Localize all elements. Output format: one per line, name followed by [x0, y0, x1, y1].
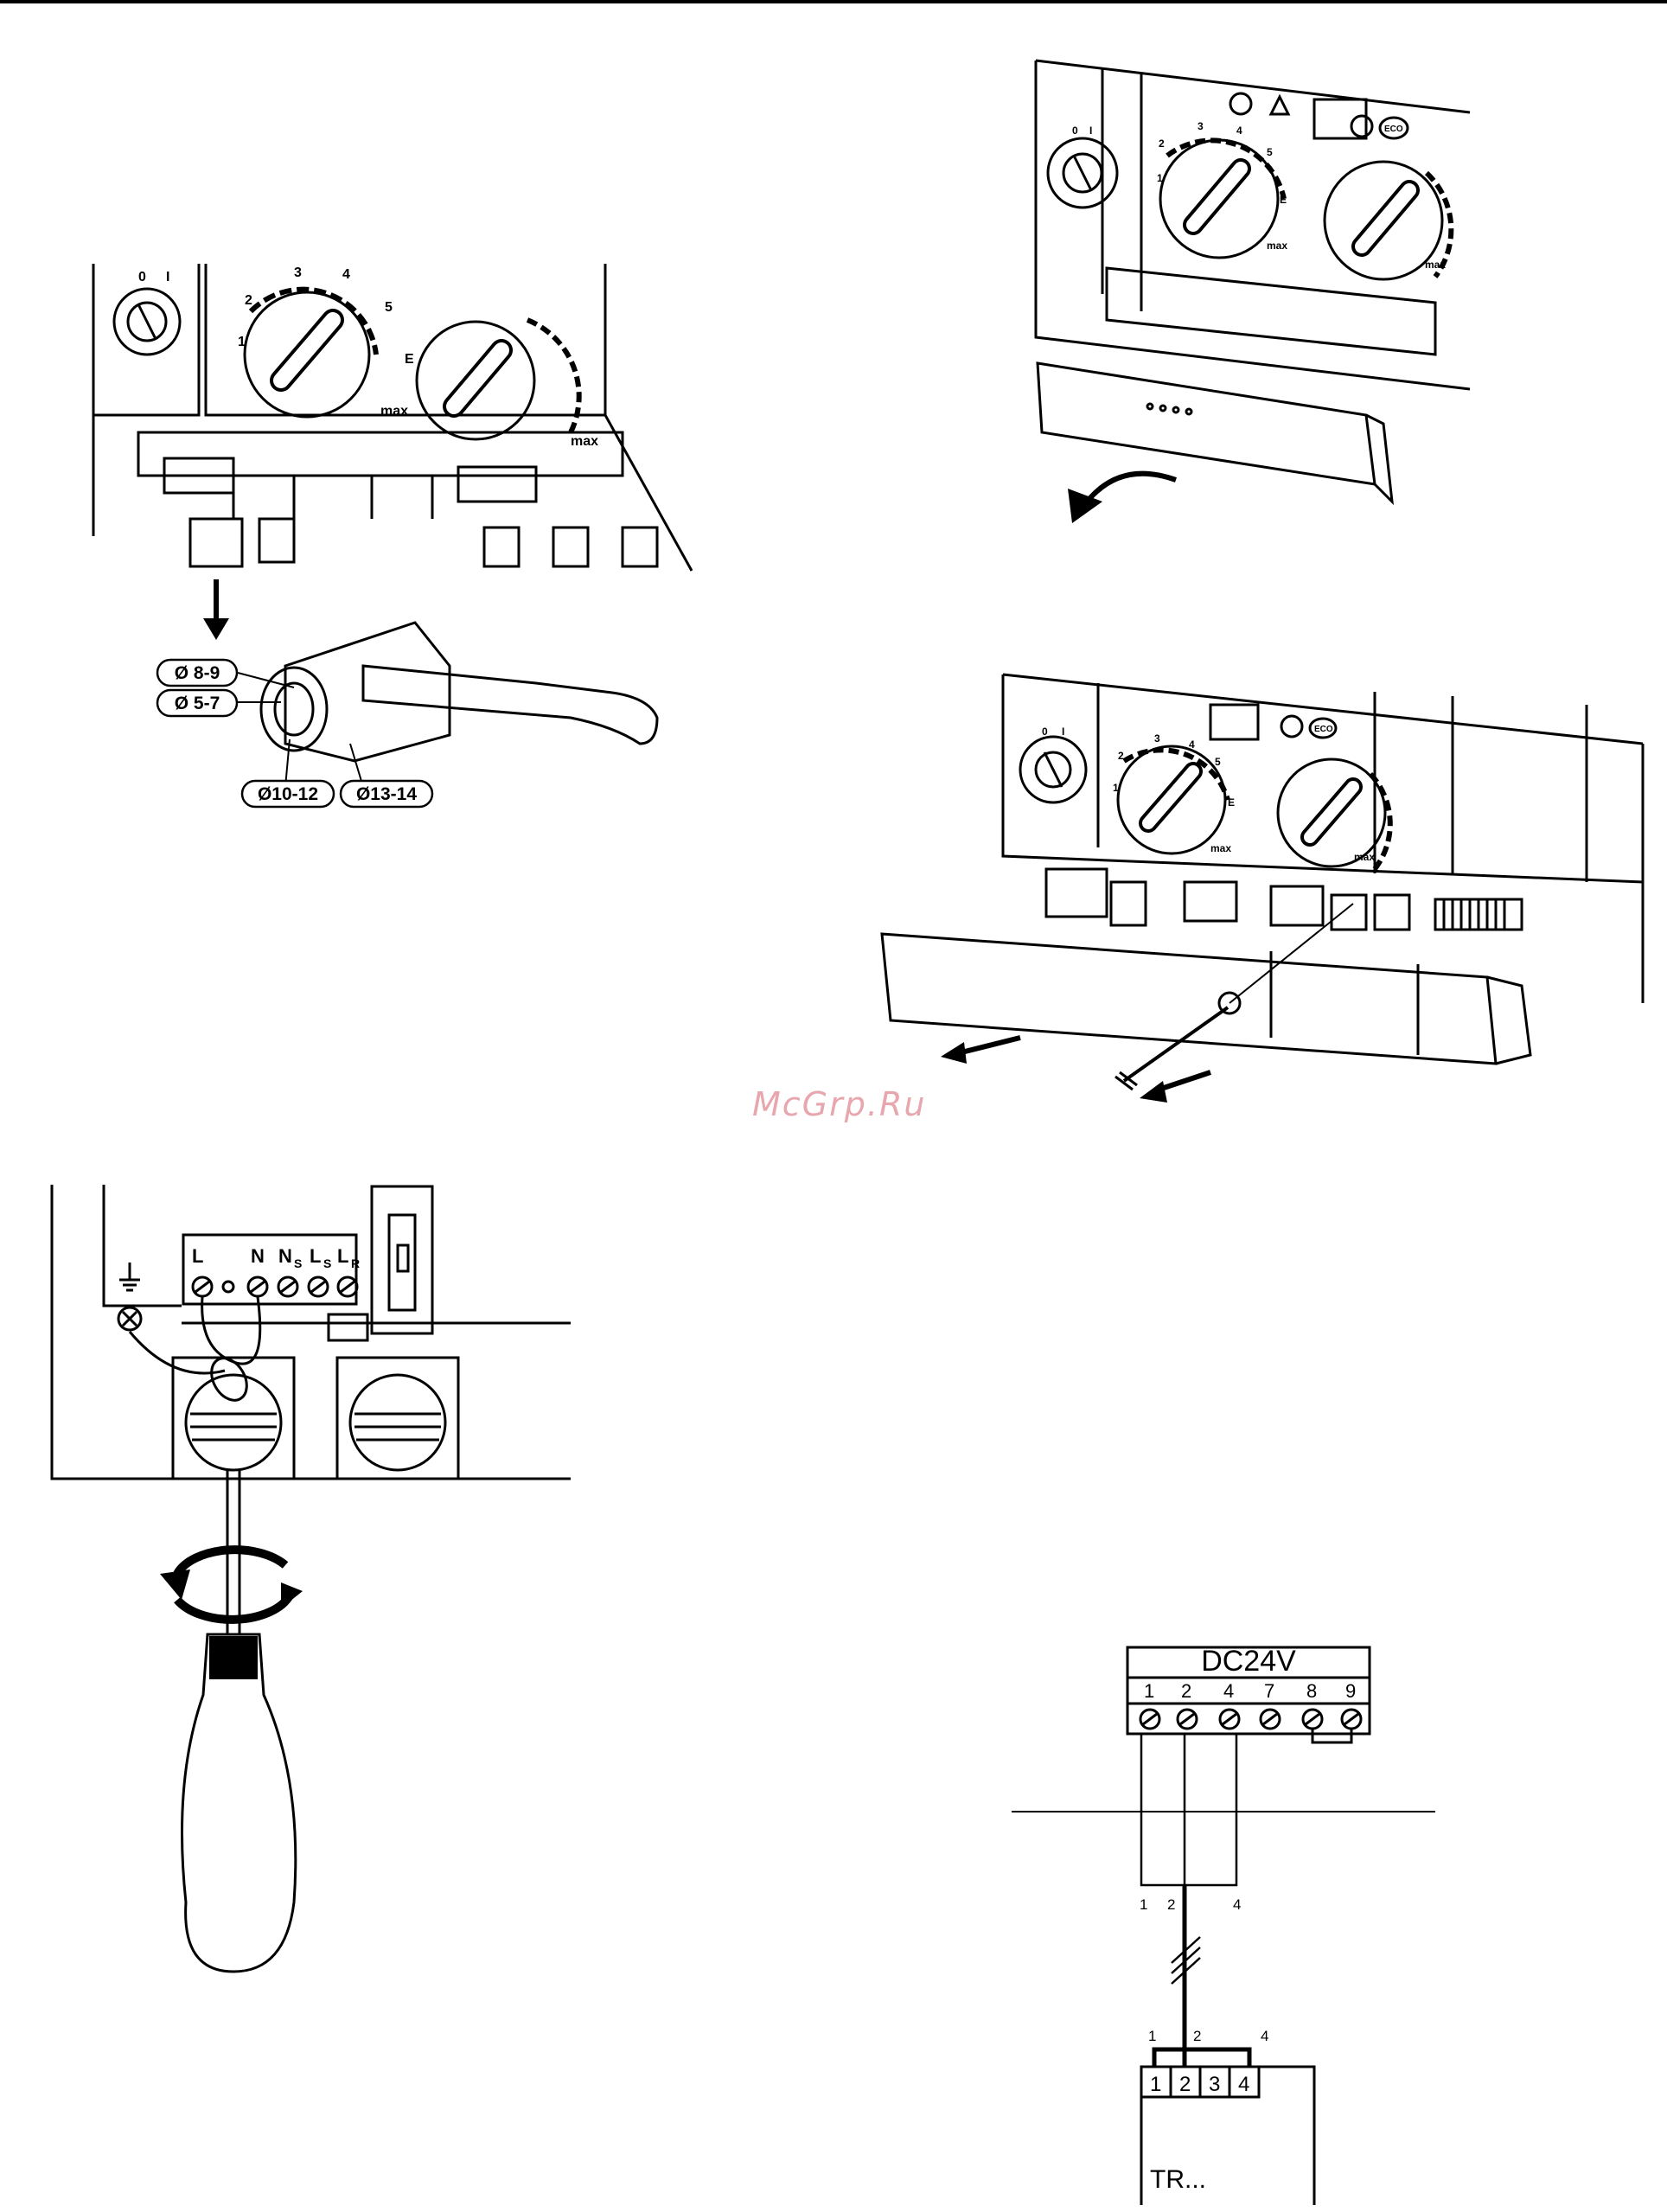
- scale-label: I: [1089, 125, 1092, 137]
- arrow-left-icon: [1140, 1081, 1167, 1103]
- scale-label: E: [405, 352, 414, 367]
- earth-icon: [119, 1263, 140, 1290]
- max-label: max: [1354, 851, 1375, 863]
- wire-label: 4: [1233, 1896, 1241, 1913]
- wrench-icon: [1351, 116, 1372, 137]
- terminal-number: 4: [1223, 1680, 1234, 1702]
- screwdriver-handle: [182, 1634, 296, 1972]
- scale-label: 3: [1154, 732, 1160, 745]
- device-terminal: 4: [1238, 2073, 1249, 2096]
- terminal-number: 9: [1345, 1680, 1356, 1702]
- diameter-label: Ø 8-9: [175, 663, 220, 683]
- scale-label: E: [1280, 194, 1287, 206]
- scale-label: 4: [342, 267, 350, 282]
- dc24v-title: DC24V: [1201, 1645, 1296, 1678]
- front-cover: [882, 934, 1496, 1064]
- wire-label: 2: [1193, 2028, 1201, 2044]
- scale-label: 5: [1267, 146, 1273, 158]
- scale-label: 5: [385, 300, 393, 315]
- terminal-label: L: [192, 1245, 203, 1267]
- device-terminal: 1: [1150, 2073, 1161, 2096]
- wire-label: 4: [1261, 2028, 1268, 2044]
- diameter-label: Ø10-12: [258, 784, 318, 804]
- max-label: max: [380, 404, 408, 419]
- eco-label: ECO: [1314, 725, 1333, 734]
- scale-label: 1: [1113, 782, 1119, 794]
- terminal-label: L: [337, 1245, 348, 1267]
- terminal-subscript: S: [323, 1256, 331, 1270]
- device-label: TR...: [1150, 2165, 1206, 2194]
- scale-label: 5: [1215, 756, 1221, 768]
- terminal-number: 2: [1181, 1680, 1191, 1702]
- scale-label: 4: [1189, 738, 1195, 751]
- reset-icon: [1230, 93, 1251, 114]
- figure-dc24v-wiring: DC24V 1 2 4 7 8 9 1 2 4 1 2 4 1 2 3 4 TR…: [1003, 1634, 1453, 2209]
- max-label: max: [571, 434, 598, 449]
- wire-label: 2: [1167, 1896, 1175, 1913]
- display-window: [1314, 99, 1366, 138]
- knife-icon: [363, 666, 657, 744]
- figure-cover-screw: 0 I 1 2 3 4 5 E max max ECO: [865, 666, 1651, 1137]
- max-label: max: [1425, 259, 1446, 271]
- scale-label: 0: [138, 270, 146, 284]
- wrench-icon: [1281, 716, 1302, 737]
- jumper-bridge: [1313, 1729, 1351, 1742]
- terminal-number: 7: [1264, 1680, 1274, 1702]
- wire-label: 1: [1140, 1896, 1147, 1913]
- scale-label: 0: [1042, 726, 1048, 738]
- scale-label: 1: [238, 335, 246, 349]
- rotate-arrow-icon: [177, 1550, 285, 1574]
- scale-label: 3: [1198, 120, 1204, 132]
- scale-label: 2: [245, 293, 252, 308]
- arrow-down-icon: [203, 618, 229, 640]
- scale-label: 3: [294, 265, 302, 280]
- terminal-number: 8: [1306, 1680, 1317, 1702]
- control-housing: [206, 264, 605, 415]
- gland-body: [285, 623, 450, 761]
- diameter-label: Ø13-14: [356, 784, 417, 804]
- scale-label: 4: [1236, 125, 1242, 137]
- scale-label: I: [166, 270, 169, 284]
- page-top-rule: [0, 0, 1667, 3]
- arrow-left-icon: [941, 1042, 967, 1064]
- max-label: max: [1267, 240, 1287, 252]
- max-label: max: [1210, 842, 1231, 854]
- figure-cable-entry: Ø 8-9 Ø 5-7 Ø10-12 Ø13-14 0 I 1 2 3 4 5 …: [86, 259, 709, 826]
- diameter-label: Ø 5-7: [175, 694, 220, 713]
- terminal-label: N: [278, 1245, 292, 1267]
- watermark: McGrp.Ru: [752, 1085, 926, 1123]
- figure-cover-lift: 0 I 1 2 3 4 5 E max max ECO: [1020, 52, 1487, 549]
- terminal-number: 1: [1144, 1680, 1154, 1702]
- scale-label: 2: [1159, 137, 1165, 150]
- device-terminal: 3: [1209, 2073, 1220, 2096]
- terminal-label: N: [251, 1245, 265, 1267]
- boiler-front: [1036, 61, 1470, 389]
- terminal-subscript: S: [294, 1256, 302, 1270]
- scale-label: I: [1062, 726, 1064, 738]
- terminal-label: L: [310, 1245, 321, 1267]
- cable-gland: [190, 519, 242, 566]
- eco-label: ECO: [1384, 125, 1403, 134]
- front-cover: [1038, 363, 1375, 484]
- scale-label: 0: [1072, 125, 1078, 137]
- device-terminal: 2: [1179, 2073, 1191, 2096]
- diameter-callouts: Ø 8-9 Ø 5-7 Ø10-12 Ø13-14: [157, 660, 432, 807]
- scale-label: 1: [1157, 172, 1163, 184]
- scale-label: E: [1228, 796, 1235, 809]
- scale-label: 2: [1118, 750, 1124, 762]
- figure-mains-terminal: L N N L L S S R: [43, 1176, 579, 1993]
- terminal-subscript: R: [351, 1256, 360, 1270]
- wire-label: 1: [1148, 2028, 1156, 2044]
